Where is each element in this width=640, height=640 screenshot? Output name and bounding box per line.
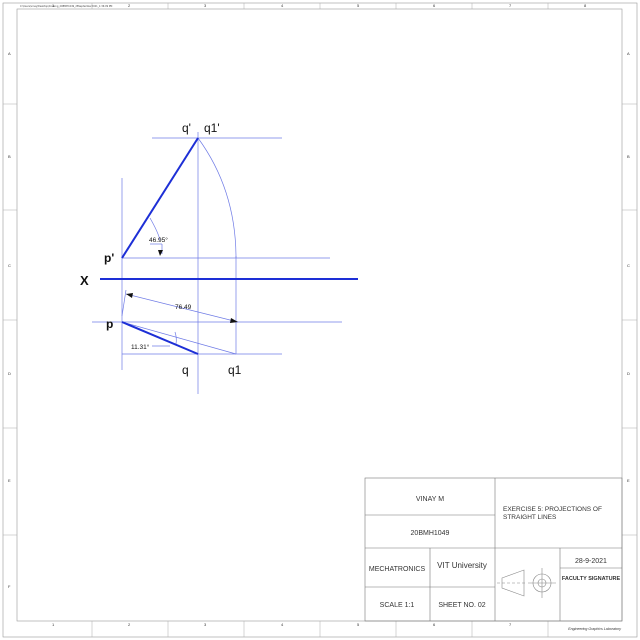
lab-name: Engineering Graphics Laboratory bbox=[568, 627, 621, 631]
zone-ticks bbox=[3, 3, 637, 637]
col-label: 5 bbox=[357, 622, 360, 627]
row-label: B bbox=[627, 154, 630, 159]
arrow-angle-top bbox=[158, 250, 163, 256]
arrow-dim-left bbox=[126, 293, 133, 298]
col-label: 6 bbox=[433, 3, 436, 8]
sheet-number: SHEET NO. 02 bbox=[438, 602, 485, 609]
label-x: X bbox=[80, 273, 89, 288]
col-label: 3 bbox=[204, 622, 207, 627]
scale: SCALE 1:1 bbox=[380, 602, 415, 609]
row-label: A bbox=[627, 51, 630, 56]
label-q: q bbox=[182, 363, 189, 377]
col-labels-bottom: 1 2 3 4 5 6 7 bbox=[52, 622, 512, 627]
university: VIT University bbox=[437, 561, 487, 570]
dim-line-76 bbox=[125, 293, 239, 323]
col-label: 6 bbox=[433, 622, 436, 627]
col-label: 4 bbox=[281, 622, 284, 627]
row-label: E bbox=[627, 478, 630, 483]
reg-number: 20BMH1049 bbox=[411, 530, 450, 537]
faculty-signature: FACULTY SIGNATURE bbox=[562, 576, 621, 582]
row-labels-left: A B C D E F bbox=[8, 51, 11, 589]
angle-top-label: 46.95° bbox=[149, 236, 168, 244]
row-label: B bbox=[8, 154, 11, 159]
label-q1-prime: q1' bbox=[204, 121, 220, 135]
arc-angle-top bbox=[149, 217, 161, 241]
col-label: 2 bbox=[128, 3, 131, 8]
angle-bottom-label: 11.31° bbox=[131, 343, 150, 351]
row-labels-right: A B C D E bbox=[627, 51, 630, 483]
col-label: 7 bbox=[509, 622, 512, 627]
label-q1: q1 bbox=[228, 363, 242, 377]
row-label: D bbox=[627, 371, 630, 376]
label-p: p bbox=[106, 317, 113, 331]
row-label: D bbox=[8, 371, 11, 376]
inner-border bbox=[16, 8, 623, 622]
col-labels-top: 1 2 3 4 5 6 7 8 bbox=[52, 3, 587, 8]
exercise-title-line1: EXERCISE 5: PROJECTIONS OF bbox=[503, 506, 602, 513]
label-q-prime: q' bbox=[182, 121, 191, 135]
line-p-prime-q-prime bbox=[121, 137, 199, 259]
student-name: VINAY M bbox=[416, 496, 444, 503]
file-path: C:\Users\vinay\Desktop\drawing_20BMH1049… bbox=[20, 5, 112, 8]
col-label: 8 bbox=[584, 3, 587, 8]
department: MECHATRONICS bbox=[369, 566, 426, 573]
line-p-q1 bbox=[121, 321, 237, 355]
col-label: 1 bbox=[52, 622, 55, 627]
row-label: A bbox=[8, 51, 11, 56]
col-label: 1 bbox=[52, 3, 55, 8]
col-label: 5 bbox=[357, 3, 360, 8]
dim-ext-left bbox=[121, 289, 127, 317]
projection-symbol-icon bbox=[497, 568, 556, 598]
row-label: C bbox=[627, 263, 630, 268]
row-label: C bbox=[8, 263, 11, 268]
row-label: E bbox=[8, 478, 11, 483]
line-p-q bbox=[121, 321, 199, 355]
arrow-dim-right bbox=[230, 318, 238, 323]
dim-arrows bbox=[126, 250, 238, 323]
exercise-title-line2: STRAIGHT LINES bbox=[503, 514, 557, 521]
col-label: 4 bbox=[281, 3, 284, 8]
col-label: 7 bbox=[509, 3, 512, 8]
label-p-prime: p' bbox=[104, 251, 114, 265]
date: 28-9-2021 bbox=[575, 558, 607, 565]
arc-angle-bottom bbox=[174, 331, 177, 345]
col-label: 2 bbox=[128, 622, 131, 627]
dim-length-label: 76.49 bbox=[175, 304, 192, 311]
title-block-text: VINAY M 20BMH1049 EXERCISE 5: PROJECTION… bbox=[369, 496, 621, 631]
col-label: 3 bbox=[204, 3, 207, 8]
arc-q1-prime bbox=[197, 137, 237, 259]
construction-lines bbox=[92, 132, 342, 394]
row-label: F bbox=[8, 584, 11, 589]
exercise-title: EXERCISE 5: PROJECTIONS OF STRAIGHT LINE… bbox=[503, 506, 604, 521]
title-block bbox=[364, 477, 623, 622]
